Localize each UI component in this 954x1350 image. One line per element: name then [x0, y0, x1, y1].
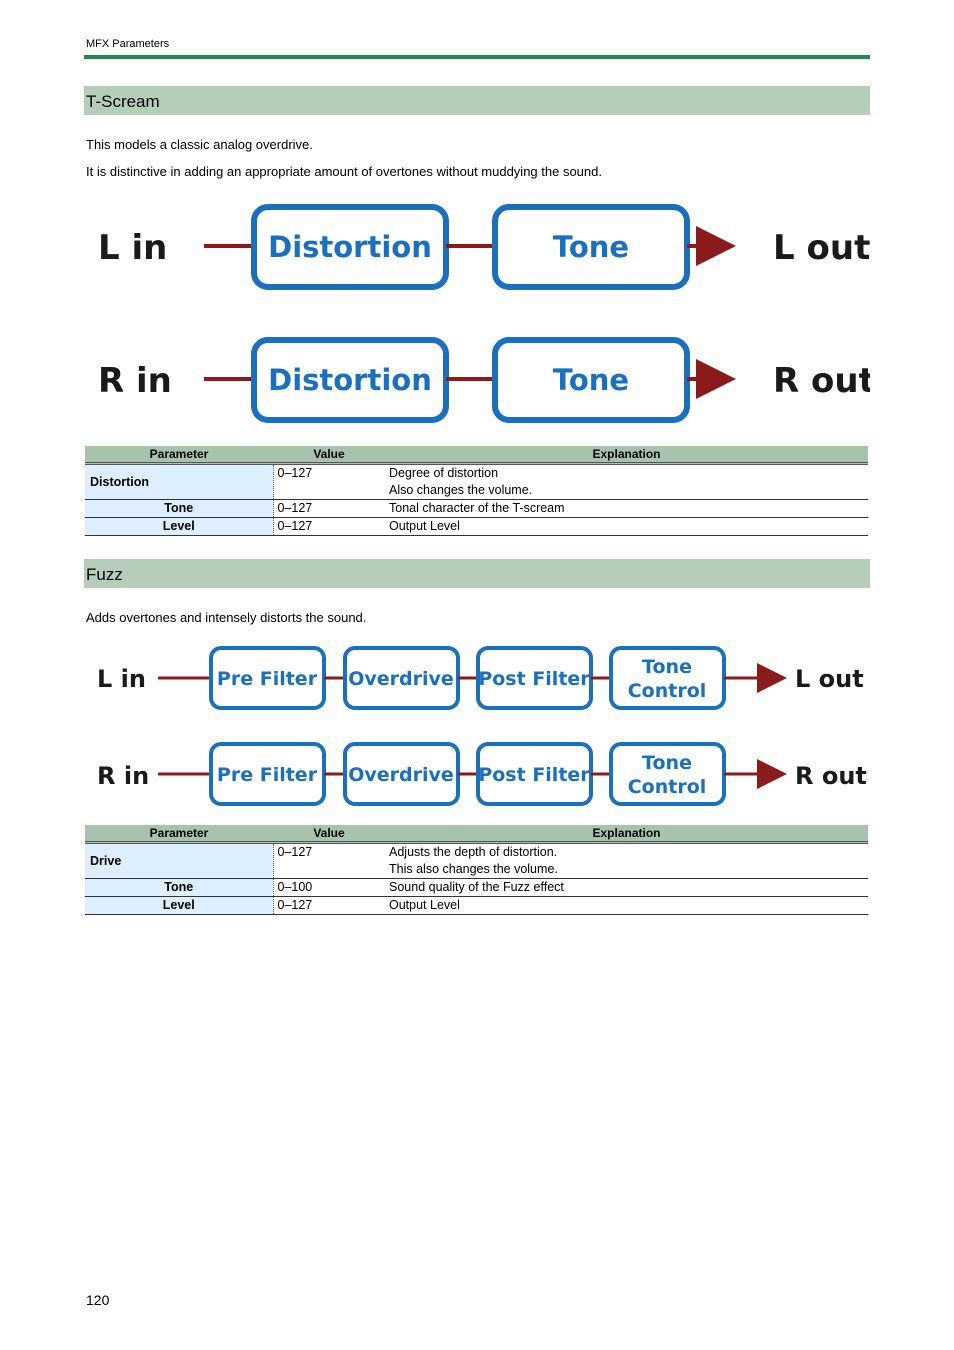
parameter-value: 0–127: [272, 463, 385, 500]
column-header: Parameter: [85, 446, 273, 465]
diagram-row-left: L in Distortion Tone L out: [98, 204, 870, 290]
tone-block: Tone: [553, 363, 629, 397]
column-header: Explanation: [385, 825, 868, 844]
explanation-line: Also changes the volume.: [389, 483, 533, 497]
input-label: L in: [97, 665, 146, 693]
post-filter-block: Post Filter: [478, 668, 590, 690]
t-scream-parameter-table: Parameter Value Explanation Distortion 0…: [85, 446, 868, 536]
input-label: L in: [98, 228, 167, 268]
parameter-value: 0–127: [272, 499, 385, 518]
table-header-row: Parameter Value Explanation: [85, 825, 868, 844]
tone-block: Tone: [553, 230, 629, 264]
paragraph: Adds overtones and intensely distorts th…: [86, 610, 367, 625]
fuzz-parameter-table: Parameter Value Explanation Drive 0–127 …: [85, 825, 868, 915]
parameter-explanation: Output Level: [385, 517, 868, 536]
input-label: R in: [98, 361, 172, 401]
pre-filter-block: Pre Filter: [217, 668, 318, 690]
parameter-value: 0–127: [272, 896, 385, 915]
table-row: Tone 0–127 Tonal character of the T-scre…: [85, 499, 868, 518]
output-label: L out: [773, 228, 870, 268]
parameter-value: 0–127: [272, 517, 385, 536]
paragraph: It is distinctive in adding an appropria…: [86, 164, 602, 179]
explanation-line: This also changes the volume.: [389, 862, 558, 876]
header-label: MFX Parameters: [86, 38, 170, 50]
parameter-explanation: Degree of distortion Also changes the vo…: [385, 463, 868, 500]
distortion-block: Distortion: [268, 230, 432, 264]
t-scream-signal-diagram: L in Distortion Tone L out R in Distorti…: [98, 204, 870, 423]
parameter-value: 0–127: [272, 842, 385, 879]
table-header-row: Parameter Value Explanation: [85, 446, 868, 465]
parameter-name: Tone: [85, 878, 273, 897]
overdrive-block: Overdrive: [348, 764, 454, 786]
table-row: Distortion 0–127 Degree of distortion Al…: [85, 463, 868, 500]
parameter-value: 0–100: [272, 878, 385, 897]
table-row: Level 0–127 Output Level: [85, 517, 868, 536]
page-number: 120: [86, 1292, 110, 1308]
diagram-row-right: R in Pre Filter Overdrive Post Filter To…: [97, 742, 867, 806]
parameter-explanation: Output Level: [385, 896, 868, 915]
input-label: R in: [97, 762, 149, 790]
parameter-name: Drive: [85, 842, 273, 879]
section-title-fuzz: Fuzz: [84, 559, 870, 588]
output-label: R out: [773, 361, 870, 401]
table-row: Drive 0–127 Adjusts the depth of distort…: [85, 842, 868, 879]
output-label: R out: [795, 762, 867, 790]
output-label: L out: [795, 665, 864, 693]
column-header: Value: [273, 825, 385, 844]
parameter-name: Tone: [85, 499, 273, 518]
column-header: Explanation: [385, 446, 868, 465]
parameter-explanation: Sound quality of the Fuzz effect: [385, 878, 868, 897]
parameter-name: Level: [85, 517, 273, 536]
paragraph: This models a classic analog overdrive.: [86, 137, 313, 152]
parameter-name: Level: [85, 896, 273, 915]
table-row: Tone 0–100 Sound quality of the Fuzz eff…: [85, 878, 868, 897]
section-title-t-scream: T-Scream: [84, 86, 870, 115]
distortion-block: Distortion: [268, 363, 432, 397]
column-header: Value: [273, 446, 385, 465]
diagram-row-left: L in Pre Filter Overdrive Post Filter To…: [97, 646, 864, 710]
header-rule: [84, 55, 870, 59]
parameter-name: Distortion: [85, 463, 273, 500]
parameter-explanation: Adjusts the depth of distortion. This al…: [385, 842, 868, 879]
parameter-explanation: Tonal character of the T-scream: [385, 499, 868, 518]
post-filter-block: Post Filter: [478, 764, 590, 786]
diagram-row-right: R in Distortion Tone R out: [98, 337, 870, 423]
explanation-line: Adjusts the depth of distortion.: [389, 845, 558, 859]
pre-filter-block: Pre Filter: [217, 764, 318, 786]
overdrive-block: Overdrive: [348, 668, 454, 690]
fuzz-signal-diagram: L in Pre Filter Overdrive Post Filter To…: [97, 646, 867, 806]
table-row: Level 0–127 Output Level: [85, 896, 868, 915]
column-header: Parameter: [85, 825, 273, 844]
explanation-line: Degree of distortion: [389, 466, 499, 480]
